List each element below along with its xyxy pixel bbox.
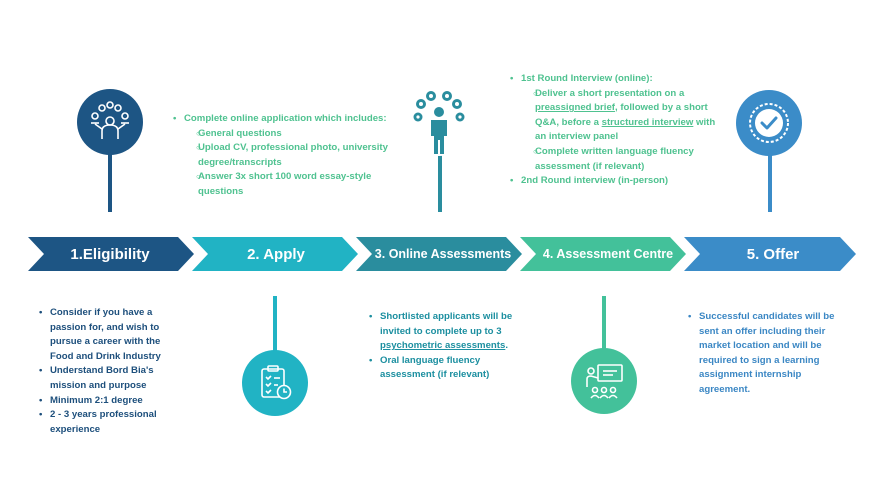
assessment-centre-circle bbox=[571, 348, 637, 414]
eligibility-item: Consider if you have a passion for, and … bbox=[38, 306, 178, 364]
presentation-audience-icon bbox=[586, 364, 623, 399]
psychometric-assessments-link[interactable]: psychometric assessments bbox=[380, 340, 506, 352]
person-questions-icon bbox=[91, 101, 129, 139]
chevron-assessment-centre bbox=[520, 237, 686, 271]
connector-apply bbox=[273, 296, 277, 354]
step-label-apply: 2. Apply bbox=[247, 245, 305, 263]
step-label-eligibility: 1.Eligibility bbox=[70, 245, 150, 263]
apply-sub-item: Answer 3x short 100 word essay-style que… bbox=[184, 170, 410, 199]
structured-interview-link[interactable]: structured interview bbox=[601, 116, 694, 128]
round1-sub-text: Deliver a short presentation on a bbox=[535, 87, 685, 99]
step-label-offer: 5. Offer bbox=[746, 245, 800, 263]
step-label-assessment-centre: 4. Assessment Centre bbox=[542, 247, 674, 261]
eligibility-circle bbox=[77, 89, 143, 155]
online-assessments-figure bbox=[406, 90, 472, 156]
offer-circle bbox=[736, 90, 802, 156]
online-assessments-item: Shortlisted applicants will be invited t… bbox=[380, 311, 513, 337]
online-assessments-punct: . bbox=[505, 340, 508, 352]
checklist-clock-icon bbox=[261, 365, 292, 400]
apply-text: Complete online application which includ… bbox=[172, 112, 410, 200]
preassigned-brief-link[interactable]: preassigned brief bbox=[535, 102, 615, 114]
round1-label: 1st Round Interview (online): bbox=[521, 73, 653, 84]
apply-circle bbox=[242, 350, 308, 416]
round2-label: 2nd Round interview (in-person) bbox=[509, 174, 725, 189]
assessment-centre-text: 1st Round Interview (online): Deliver a … bbox=[509, 72, 725, 189]
apply-intro: Complete online application which includ… bbox=[184, 113, 387, 124]
step-label-online-assessments: 3. Online Assessments bbox=[374, 247, 512, 261]
chevron-online-assessments bbox=[356, 237, 522, 271]
eligibility-text: Consider if you have a passion for, and … bbox=[38, 306, 178, 437]
eligibility-item: Understand Bord Bia's mission and purpos… bbox=[38, 364, 178, 393]
person-ideas-icon bbox=[413, 91, 465, 154]
offer-item: Successful candidates will be sent an of… bbox=[687, 310, 847, 398]
chevron-eligibility bbox=[28, 237, 194, 271]
round1-sub-item: Complete written language fluency assess… bbox=[521, 145, 725, 174]
connector-assessment-centre bbox=[602, 296, 606, 350]
chevron-apply bbox=[192, 237, 358, 271]
offer-text: Successful candidates will be sent an of… bbox=[687, 310, 847, 398]
eligibility-item: Minimum 2:1 degree bbox=[38, 394, 178, 409]
online-assessments-item: Oral language fluency assessment (if rel… bbox=[368, 354, 528, 383]
connector-offer bbox=[768, 150, 772, 212]
apply-sub-item: General questions bbox=[184, 127, 410, 142]
connector-online-assessments bbox=[438, 150, 442, 212]
connector-eligibility bbox=[108, 148, 112, 212]
online-assessments-text: Shortlisted applicants will be invited t… bbox=[368, 310, 528, 383]
eligibility-item: 2 - 3 years professional experience bbox=[38, 408, 178, 437]
apply-sub-item: Upload CV, professional photo, universit… bbox=[184, 141, 410, 170]
round1-sub-text: with an interview panel bbox=[535, 116, 716, 143]
chevron-offer bbox=[684, 237, 856, 271]
round1-sub-text: , followed by a short Q&A, before a bbox=[535, 102, 708, 128]
badge-check-icon bbox=[749, 103, 789, 143]
